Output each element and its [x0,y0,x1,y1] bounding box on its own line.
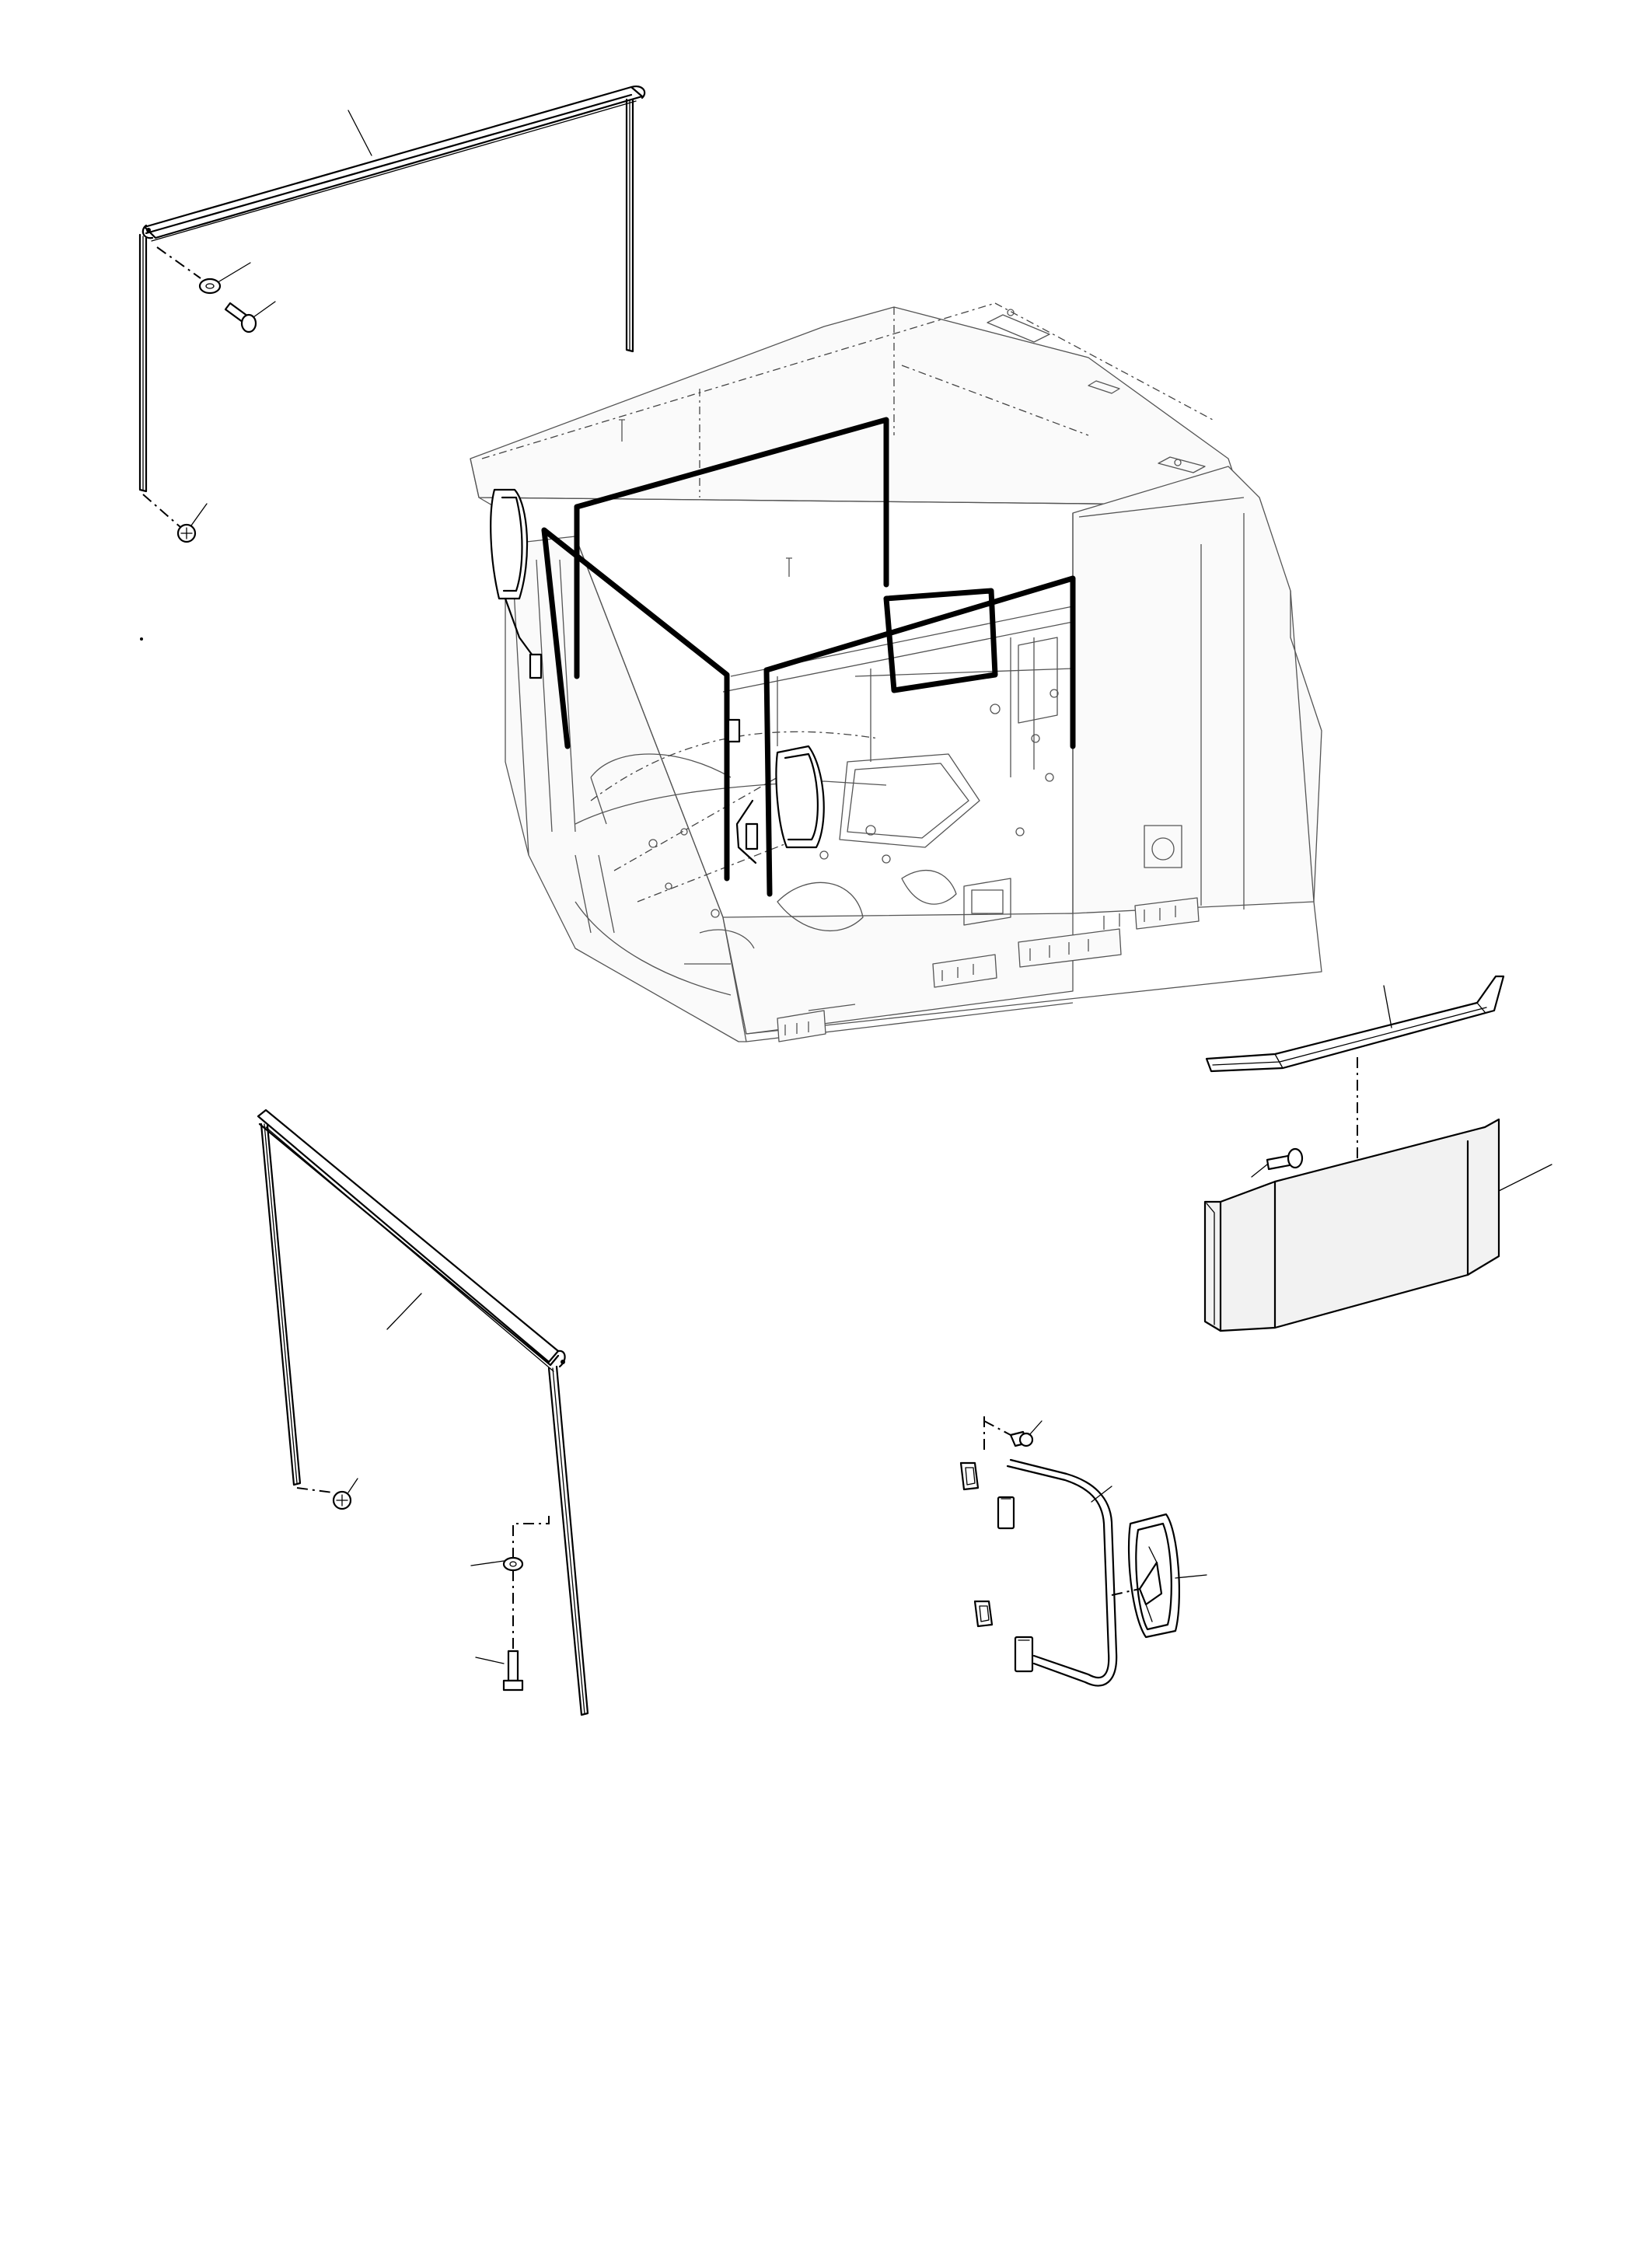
axis-line [142,494,181,528]
callout-leader [475,1657,505,1664]
axis-line [1111,1588,1140,1596]
bolt [502,1650,524,1692]
mirror-bracket [997,1458,1118,1687]
front-window-seal-frame [257,1109,589,1716]
screw [176,523,197,543]
sun-visor-rail [1205,975,1505,1073]
rear-view-mirror [1127,1513,1180,1639]
callout-leader [1175,1574,1207,1579]
callout-leader [470,1560,505,1566]
stray-mark [140,637,143,641]
callout-leader [253,301,276,318]
washer [198,278,222,295]
axis-line [512,1516,550,1664]
axis-line [156,246,201,279]
callout-leader [386,1293,422,1330]
visor-bolt [1251,1147,1304,1178]
washer [502,1556,524,1572]
axis-line [983,1420,1011,1436]
mirror-clip [959,1461,980,1491]
callout-leader [1383,985,1392,1028]
bolt [224,302,257,333]
axis-line [296,1487,334,1493]
mirror-clip [973,1600,994,1628]
installed-seals [541,417,1076,897]
cab-assembly [470,302,1322,1042]
callout-leader [348,1478,358,1493]
callout-leader [1091,1486,1112,1503]
callout-leader [1498,1164,1552,1192]
callout-leader [348,110,372,156]
callout-leader [218,262,251,282]
installed-mirror-right [727,718,825,864]
screw [332,1490,352,1510]
installed-mirror-left [490,488,543,679]
callout-leader [190,503,208,526]
bracket-screw [1009,1430,1034,1447]
rear-window-seal-frame [138,86,646,493]
callout-leader [1029,1420,1043,1436]
sun-visor-shield [1203,1118,1500,1332]
